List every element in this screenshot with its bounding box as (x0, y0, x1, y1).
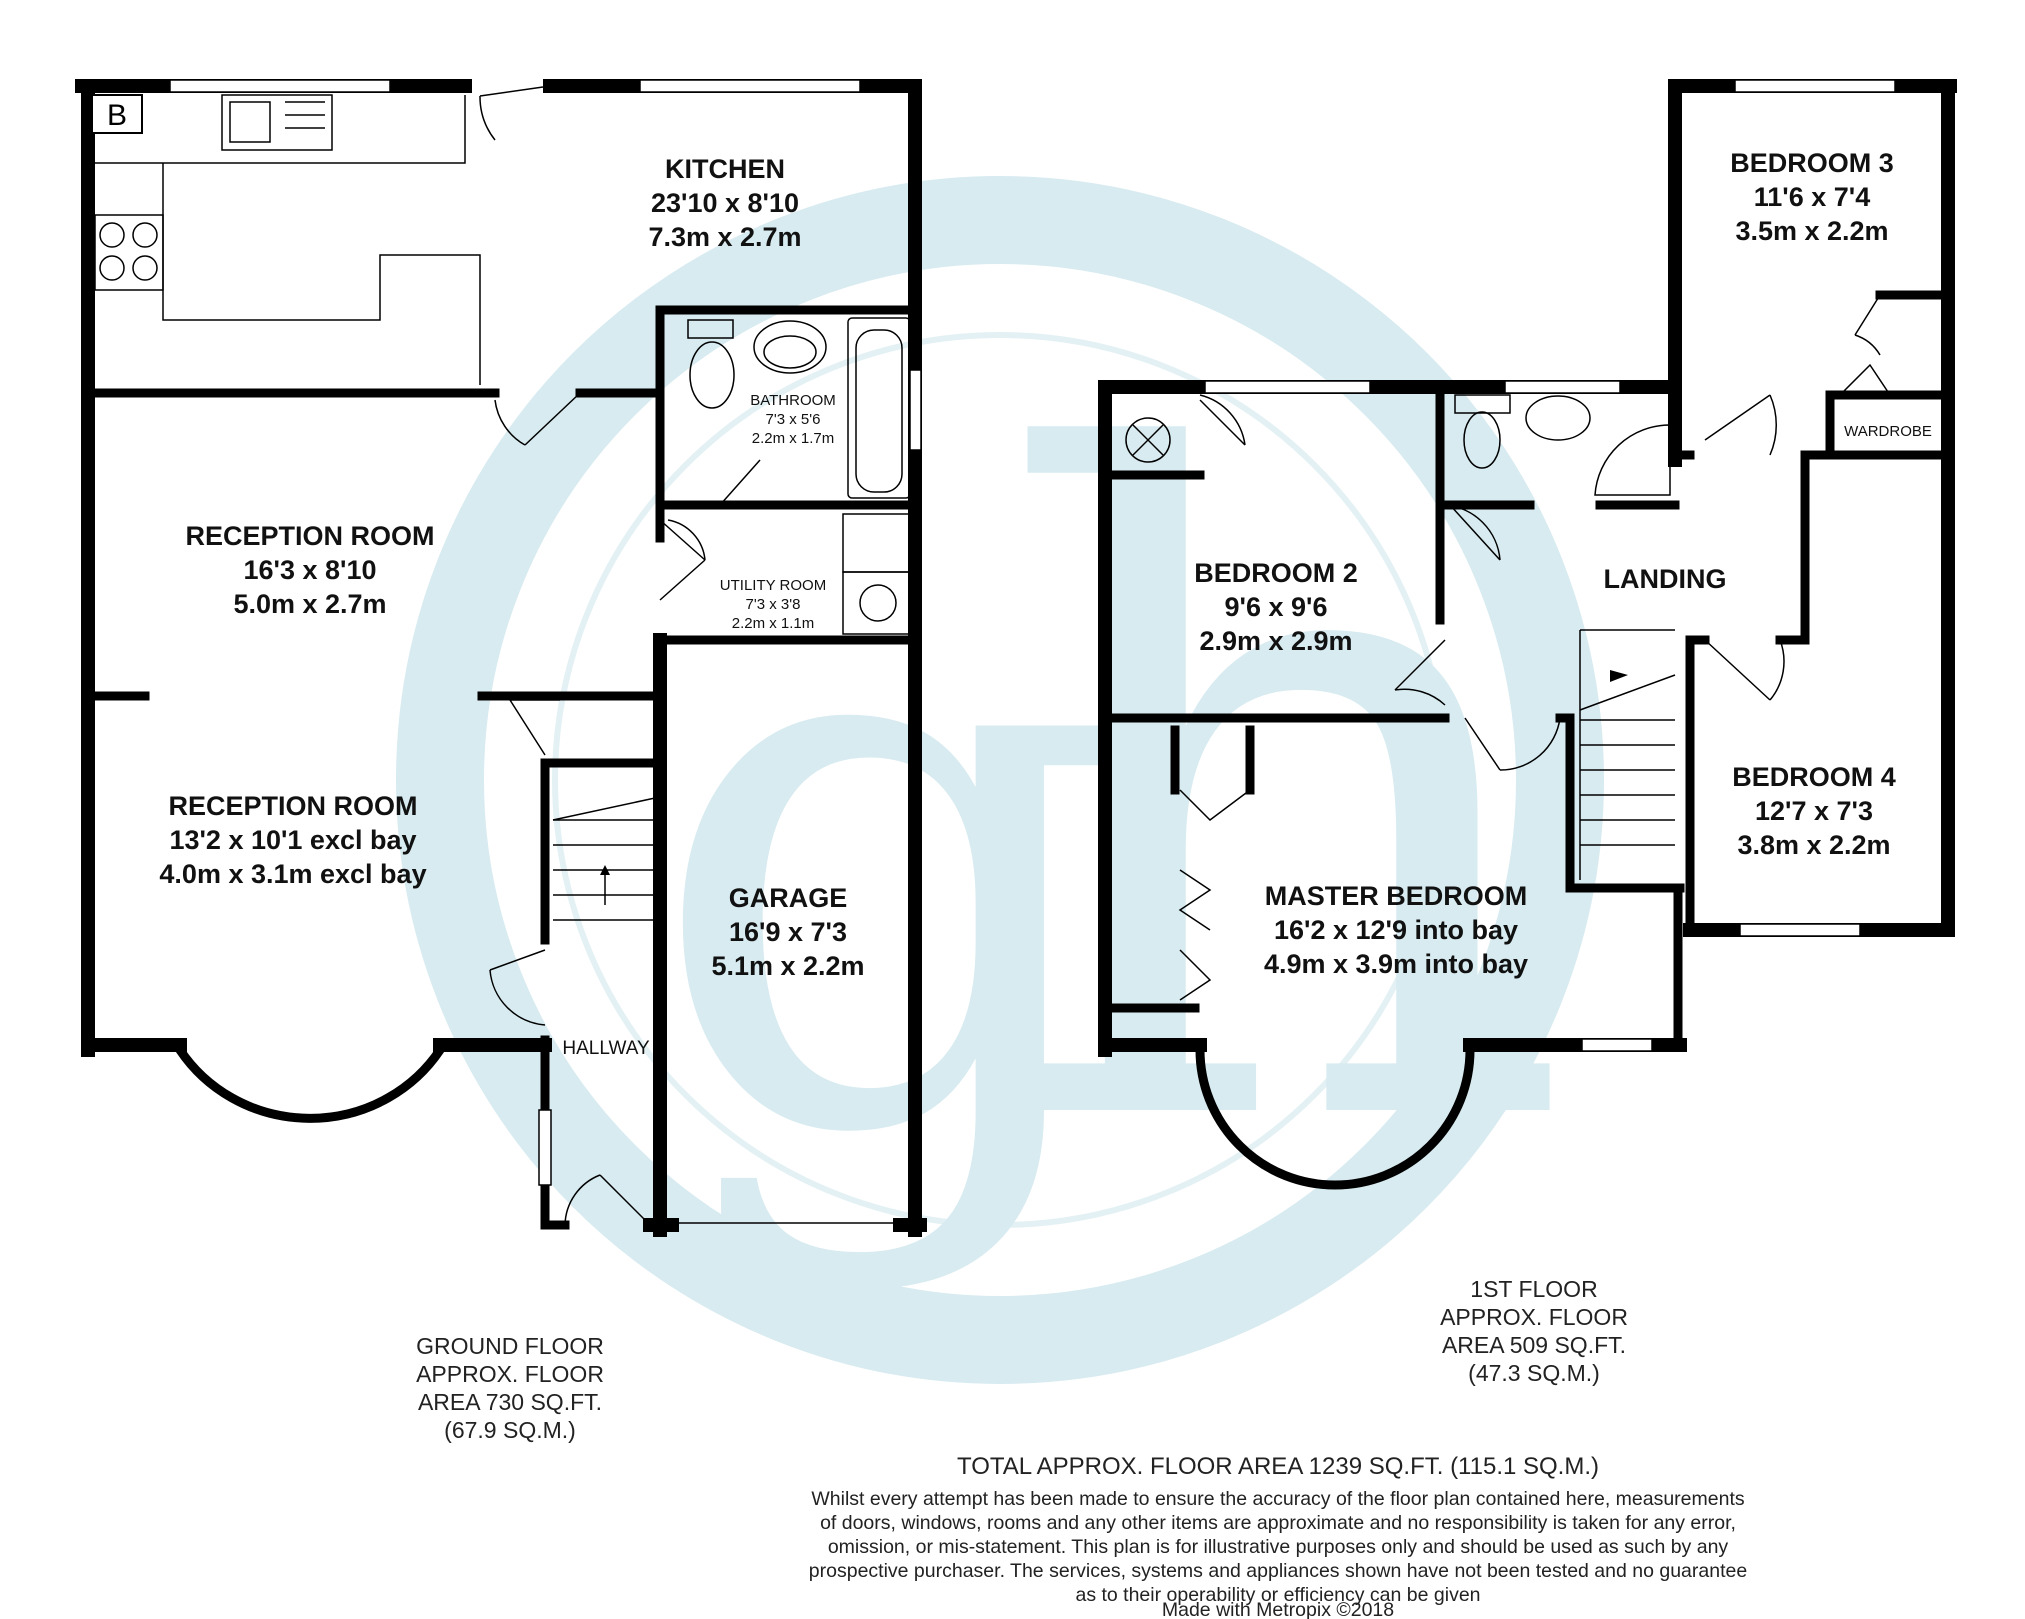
garage-dim-imperial: 16'9 x 7'3 (729, 917, 847, 947)
bedroom3-dim-imperial: 11'6 x 7'4 (1754, 182, 1870, 212)
reception1-dim-metric: 5.0m x 2.7m (233, 589, 386, 619)
reception2-dim-imperial: 13'2 x 10'1 excl bay (169, 825, 416, 855)
hallway-name: HALLWAY (562, 1038, 650, 1059)
disclaimer: Whilst every attempt has been made to en… (809, 1488, 1747, 1606)
bedroom4-dim-metric: 3.8m x 2.2m (1737, 830, 1890, 860)
ground-floor-caption-line: GROUND FLOOR (416, 1333, 604, 1359)
total-floor-area: TOTAL APPROX. FLOOR AREA 1239 SQ.FT. (11… (957, 1453, 1599, 1480)
utility-name: UTILITY ROOM (720, 577, 826, 594)
reception1-name: RECEPTION ROOM (185, 521, 434, 551)
garage-dim-metric: 5.1m x 2.2m (711, 951, 864, 981)
ground-floor-caption: GROUND FLOOR APPROX. FLOOR AREA 730 SQ.F… (416, 1333, 604, 1443)
kitchen-dim-metric: 7.3m x 2.7m (648, 222, 801, 252)
kitchen-dim-imperial: 23'10 x 8'10 (651, 188, 799, 218)
reception2-name: RECEPTION ROOM (168, 791, 417, 821)
watermark-letter-h: h (995, 276, 1575, 1323)
ground-floor-fixtures (91, 85, 914, 1226)
disclaimer-line: of doors, windows, rooms and any other i… (820, 1512, 1736, 1534)
bedroom2-dim-imperial: 9'6 x 9'6 (1225, 592, 1328, 622)
master-bedroom-dim-metric: 4.9m x 3.9m into bay (1264, 949, 1528, 979)
bedroom3-dim-metric: 3.5m x 2.2m (1735, 216, 1888, 246)
watermark-letter-g: g (645, 416, 1132, 1300)
credit: Made with Metropix ©2018 (1162, 1599, 1394, 1619)
garage-name: GARAGE (729, 883, 848, 913)
boiler-label: B (107, 99, 127, 132)
first-floor-fixtures (1125, 294, 1891, 1001)
first-floor-walls (1098, 79, 1957, 1190)
ground-floor-caption-line: AREA 730 SQ.FT. (418, 1389, 602, 1415)
kitchen-name: KITCHEN (665, 154, 785, 184)
bathroom-name: BATHROOM (750, 392, 836, 409)
first-floor-caption: 1ST FLOOR APPROX. FLOOR AREA 509 SQ.FT. … (1440, 1276, 1628, 1386)
utility-dim-imperial: 7'3 x 3'8 (746, 596, 801, 613)
bedroom2-dim-metric: 2.9m x 2.9m (1199, 626, 1352, 656)
disclaimer-line: as to their operability or efficiency ca… (1075, 1584, 1480, 1606)
first-floor-caption-line: (47.3 SQ.M.) (1468, 1360, 1600, 1386)
watermark-logo: g h (396, 176, 1604, 1384)
wardrobe-name: WARDROBE (1844, 423, 1932, 440)
bathroom-dim-metric: 2.2m x 1.7m (752, 430, 835, 447)
bedroom3-name: BEDROOM 3 (1730, 148, 1894, 178)
disclaimer-line: omission, or mis-statement. This plan is… (828, 1536, 1729, 1558)
first-floor-caption-line: AREA 509 SQ.FT. (1442, 1332, 1626, 1358)
first-floor-caption-line: APPROX. FLOOR (1440, 1304, 1628, 1330)
reception2-dim-metric: 4.0m x 3.1m excl bay (159, 859, 426, 889)
ground-floor-caption-line: (67.9 SQ.M.) (444, 1417, 576, 1443)
first-floor-caption-line: 1ST FLOOR (1470, 1276, 1597, 1302)
master-bedroom-name: MASTER BEDROOM (1265, 881, 1528, 911)
bedroom4-name: BEDROOM 4 (1732, 762, 1896, 792)
bedroom2-name: BEDROOM 2 (1194, 558, 1358, 588)
disclaimer-line: prospective purchaser. The services, sys… (809, 1560, 1747, 1582)
utility-dim-metric: 2.2m x 1.1m (732, 615, 815, 632)
master-bedroom-dim-imperial: 16'2 x 12'9 into bay (1274, 915, 1518, 945)
bathroom-dim-imperial: 7'3 x 5'6 (766, 411, 821, 428)
landing-name: LANDING (1604, 564, 1727, 594)
ground-floor-caption-line: APPROX. FLOOR (416, 1361, 604, 1387)
disclaimer-line: Whilst every attempt has been made to en… (811, 1488, 1745, 1510)
bedroom4-dim-imperial: 12'7 x 7'3 (1755, 796, 1873, 826)
ground-floor-walls (75, 79, 927, 1237)
reception1-dim-imperial: 16'3 x 8'10 (244, 555, 377, 585)
